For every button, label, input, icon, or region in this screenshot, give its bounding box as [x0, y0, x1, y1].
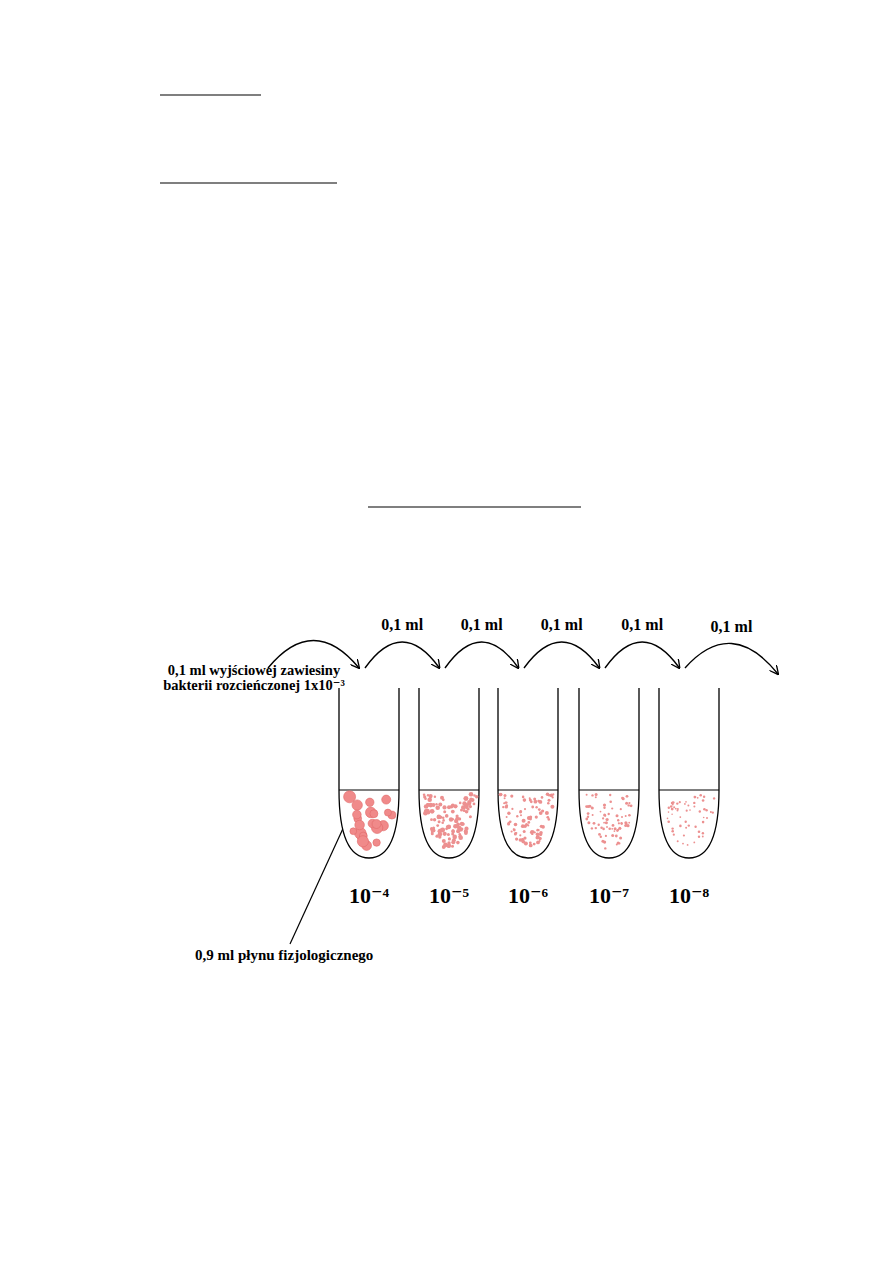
tube-outline — [497, 688, 559, 878]
dilution-label: 10⁻⁸ — [649, 882, 729, 909]
test-tube: 10⁻⁵ — [409, 668, 489, 918]
volume-label: 0,1 ml — [621, 616, 663, 634]
tube-outline — [658, 688, 720, 878]
test-tube: 10⁻⁶ — [488, 668, 568, 918]
test-tube: 10⁻⁷ — [569, 668, 649, 918]
transfer-arrow — [524, 642, 599, 668]
volume-label: 0,1 ml — [381, 616, 423, 634]
saline-note: 0,9 ml płynu fizjologicznego — [195, 948, 455, 964]
dilution-label: 10⁻⁵ — [409, 882, 489, 909]
heading-underline — [160, 94, 261, 95]
transfer-arc — [685, 643, 778, 674]
heading-underline — [160, 182, 337, 183]
transfer-arrow — [605, 642, 679, 668]
tube-outline — [578, 688, 640, 878]
test-tube: 10⁻⁸ — [649, 668, 729, 918]
volume-label: 0,1 ml — [461, 616, 503, 634]
tube-outline — [418, 688, 480, 878]
dilution-label: 10⁻⁷ — [569, 882, 649, 909]
transfer-arrow — [365, 642, 439, 668]
tube-outline — [338, 688, 400, 878]
transfer-arrow — [445, 642, 518, 668]
start-note: 0,1 ml wyjściowej zawiesiny bakterii roz… — [150, 663, 358, 693]
volume-label: 0,1 ml — [541, 616, 583, 634]
test-tube: 10⁻⁴ — [329, 668, 409, 918]
dilution-label: 10⁻⁴ — [329, 882, 409, 909]
heading-underline — [368, 506, 581, 507]
dilution-label: 10⁻⁶ — [488, 882, 568, 909]
volume-label: 0,1 ml — [702, 619, 762, 636]
